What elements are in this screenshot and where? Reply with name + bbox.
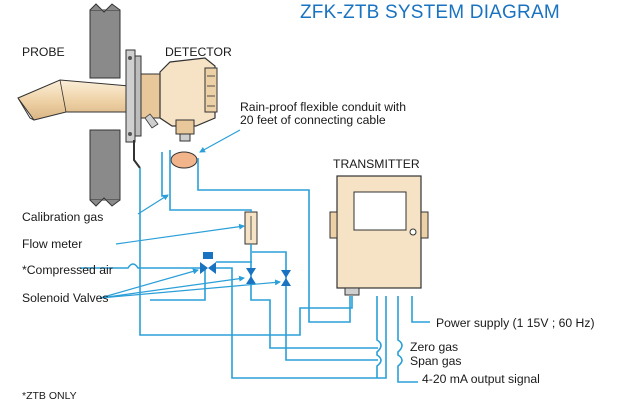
calibration-tube xyxy=(133,140,141,169)
conduit-label-line2: 20 feet of connecting cable xyxy=(240,113,386,127)
detector-label: DETECTOR xyxy=(165,45,232,59)
footnote-label: *ZTB ONLY xyxy=(22,390,77,402)
solenoid-valve-1 xyxy=(200,252,216,274)
output-signal-label: 4-20 mA output signal xyxy=(422,372,540,386)
power-supply-label: Power supply (1 15V ; 60 Hz) xyxy=(436,316,595,330)
solenoid-valve-2 xyxy=(246,268,256,284)
leader-lines xyxy=(99,129,281,299)
diagram-title: ZFK-ZTB SYSTEM DIAGRAM xyxy=(300,2,560,23)
solenoid-valve-3 xyxy=(281,270,291,286)
flow-meter xyxy=(244,211,258,245)
transmitter-label: TRANSMITTER xyxy=(333,157,420,171)
conduit-label-line1: Rain-proof flexible conduit with xyxy=(240,100,406,114)
detector-head xyxy=(144,57,218,142)
compressed-air-label: *Compressed air xyxy=(22,263,113,277)
probe-label: PROBE xyxy=(22,45,65,59)
probe xyxy=(17,79,131,121)
duct-wall-lower xyxy=(89,129,121,207)
flow-meter-label: Flow meter xyxy=(22,237,83,251)
span-gas-label: Span gas xyxy=(410,354,462,368)
transmitter-box xyxy=(329,175,429,296)
duct-wall-upper xyxy=(89,3,121,79)
solenoid-valves-label: Solenoid Valves xyxy=(22,291,109,305)
conduit-coupling xyxy=(170,151,198,169)
calibration-gas-label: Calibration gas xyxy=(22,210,104,224)
zero-gas-label: Zero gas xyxy=(410,340,459,354)
